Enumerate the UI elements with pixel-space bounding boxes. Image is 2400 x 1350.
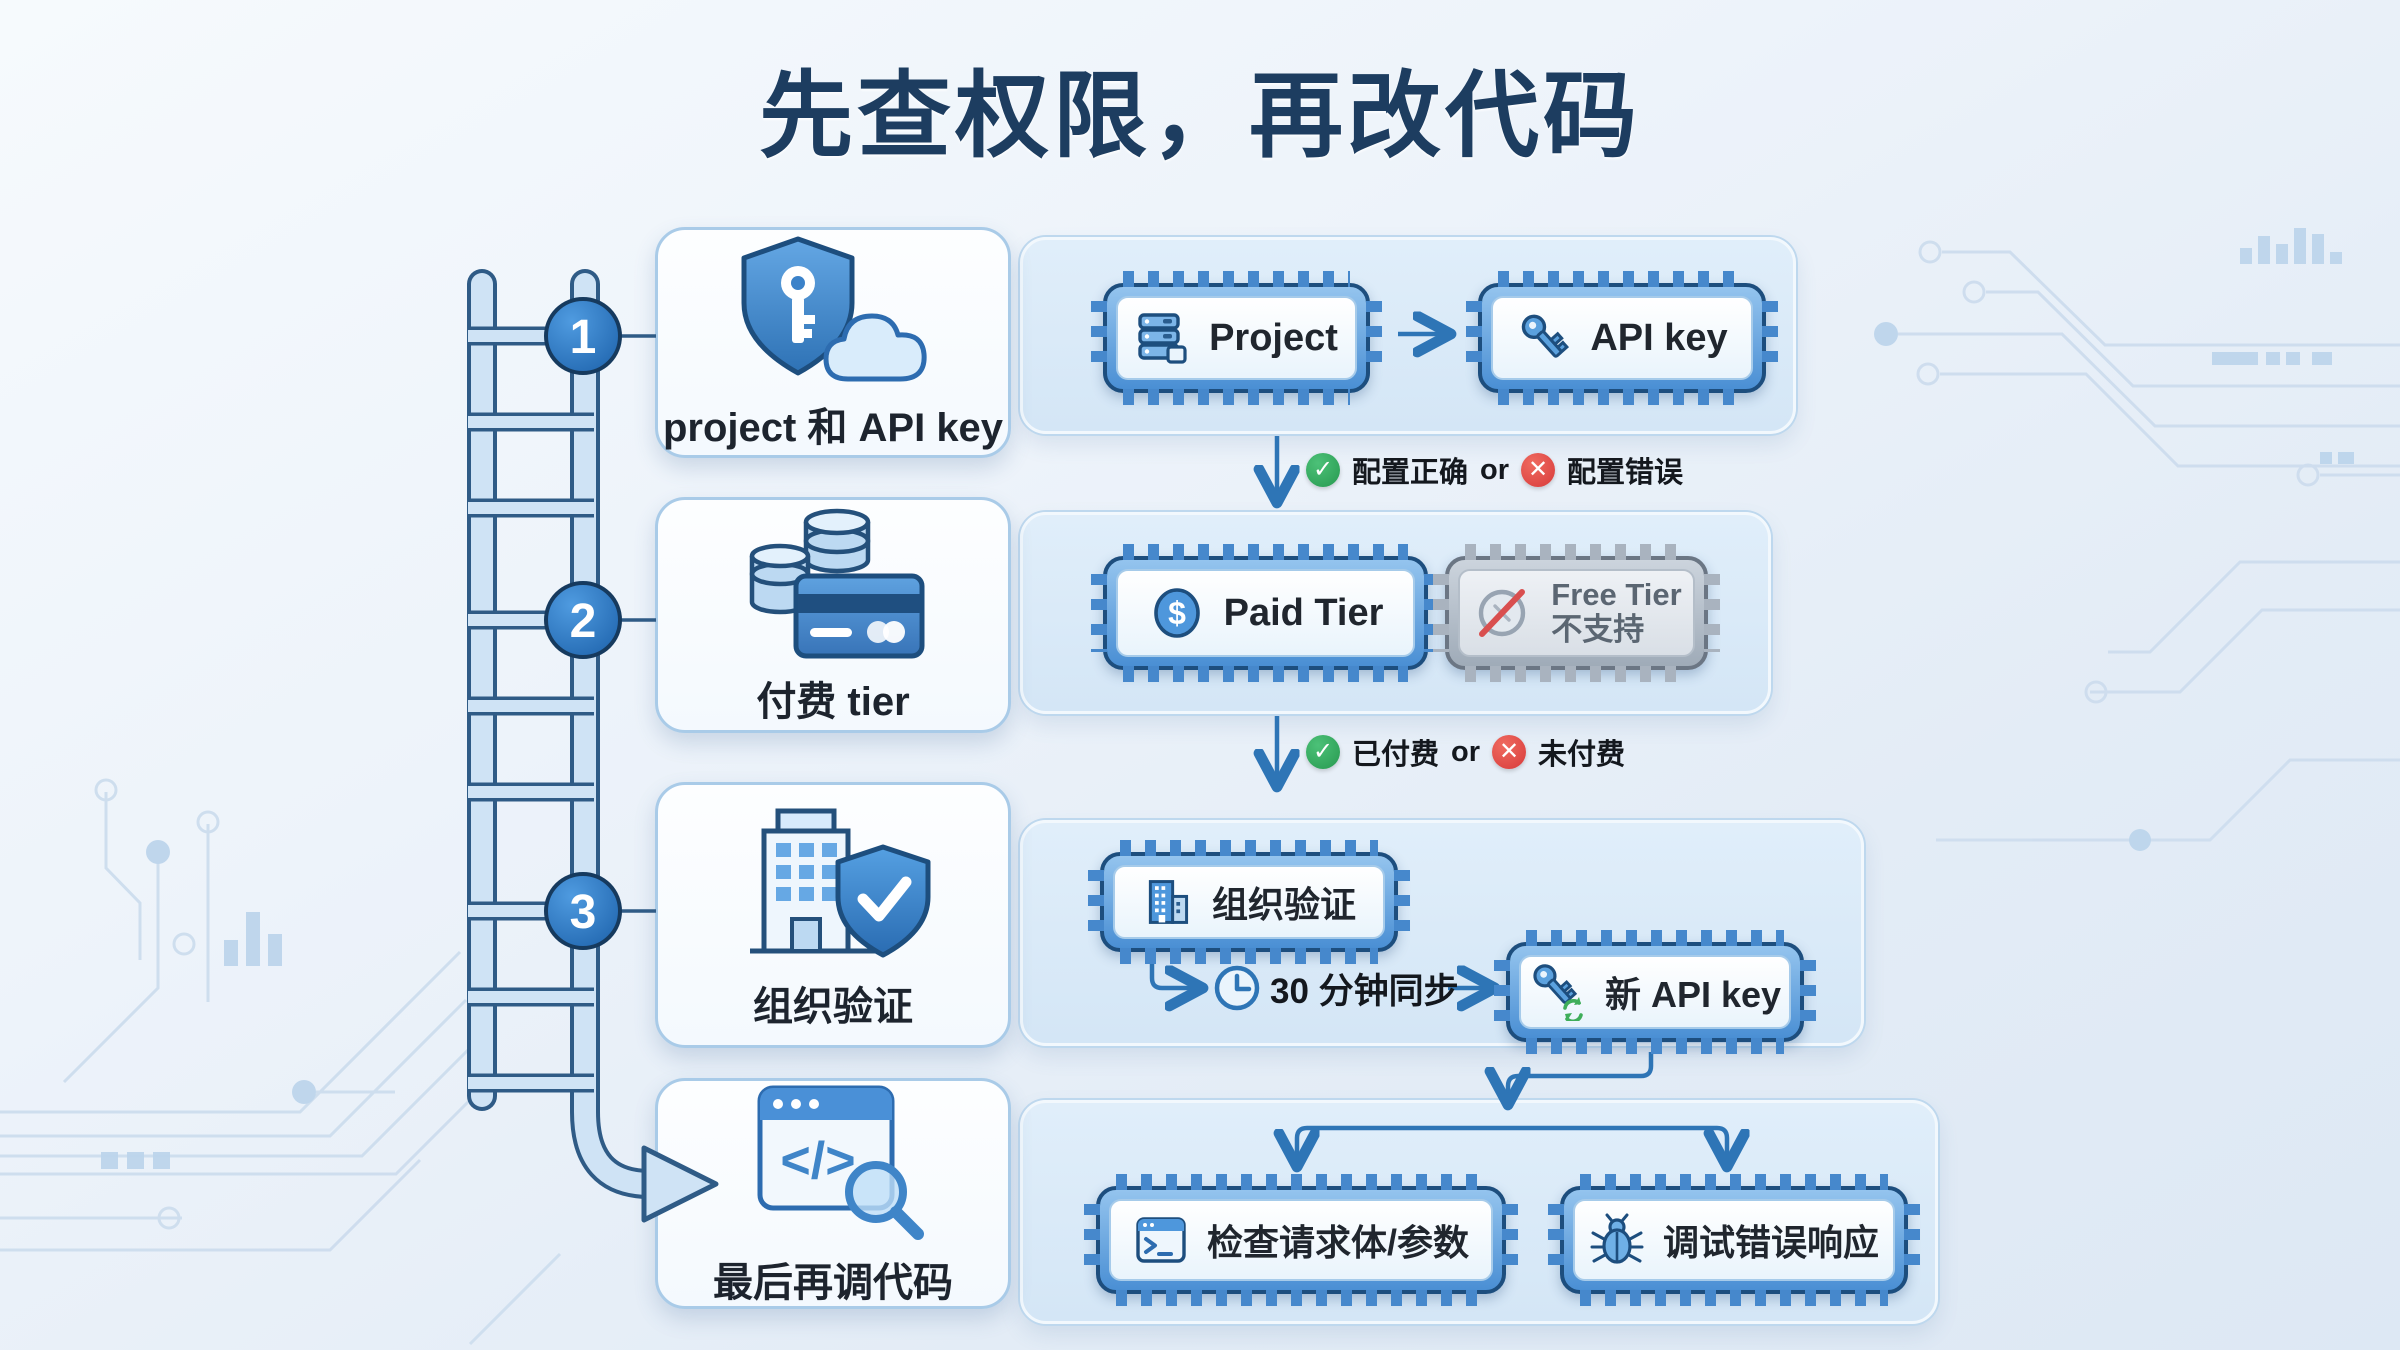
check-icon: ✓ [1306, 453, 1340, 487]
check-icon: ✓ [1306, 735, 1340, 769]
chip-paid-tier-label: Paid Tier [1223, 591, 1384, 634]
card-step3-label: 组织验证 [753, 984, 913, 1029]
server-icon [1135, 310, 1191, 366]
coins-credit-card-icon [736, 504, 931, 659]
status-row-config: ✓ 配置正确 or ✕ 配置错误 [1306, 446, 1683, 494]
chip-api-key-label: API key [1590, 316, 1728, 359]
chip-debug-error: 调试错误响应 [1548, 1174, 1920, 1306]
x-icon: ✕ [1521, 453, 1556, 487]
card-step3: 组织验证 [655, 782, 1011, 1048]
chip-project: Project [1091, 271, 1382, 405]
x-icon: ✕ [1492, 735, 1527, 769]
circuit-bars [101, 228, 2354, 1169]
blocked-circle-icon [1471, 582, 1533, 644]
building-icon [1142, 876, 1194, 928]
key-icon [1516, 310, 1572, 366]
terminal-icon [1133, 1212, 1189, 1268]
status-or-label: or [1480, 453, 1510, 486]
status-ok-label: 已付费 [1352, 739, 1440, 771]
chip-free-tier-label: Free Tier 不支持 [1551, 577, 1682, 647]
card-step1: project 和 API key [655, 227, 1011, 458]
card-step4-label: 最后再调代码 [713, 1260, 953, 1305]
chip-free-tier: Free Tier 不支持 [1433, 544, 1720, 682]
sync-duration-label: 30 分钟同步 [1270, 971, 1459, 1011]
chip-api-key: API key [1466, 271, 1778, 405]
status-or-label: or [1451, 735, 1481, 768]
card-step1-label: project 和 API key [662, 405, 1004, 450]
svg-text:</>: </> [780, 1132, 855, 1190]
chip-check-request: 检查请求体/参数 [1084, 1174, 1518, 1306]
page-title: 先查权限，再改代码 [758, 63, 1641, 168]
chip-new-api-key-label: 新 API key [1604, 974, 1782, 1015]
key-refresh-icon [1529, 963, 1587, 1021]
status-row-paid: ✓ 已付费 or ✕ 未付费 [1306, 728, 1625, 776]
chip-org-verify-label: 组织验证 [1211, 884, 1356, 925]
status-fail-label: 配置错误 [1567, 457, 1684, 489]
status-ok-label: 配置正确 [1352, 457, 1469, 489]
browser-code-magnifier-icon: </> [736, 1080, 931, 1240]
card-step4: </> 最后再调代码 [655, 1078, 1011, 1309]
chip-org-verify: 组织验证 [1088, 840, 1410, 964]
card-step2-label: 付费 tier [756, 679, 910, 724]
shield-key-cloud-icon [736, 233, 931, 385]
chip-debug-error-label: 调试错误响应 [1662, 1222, 1879, 1263]
card-step2: 付费 tier [655, 497, 1011, 733]
chip-check-request-label: 检查请求体/参数 [1206, 1222, 1469, 1263]
chip-paid-tier: $ Paid Tier [1091, 544, 1440, 682]
building-shield-check-icon [736, 799, 931, 964]
chip-project-label: Project [1209, 316, 1338, 359]
status-fail-label: 未付费 [1538, 739, 1626, 771]
dollar-coin-icon: $ [1148, 584, 1206, 642]
bug-icon [1589, 1212, 1645, 1268]
svg-text:$: $ [1168, 595, 1186, 631]
chip-new-api-key: 新 API key [1494, 930, 1816, 1054]
